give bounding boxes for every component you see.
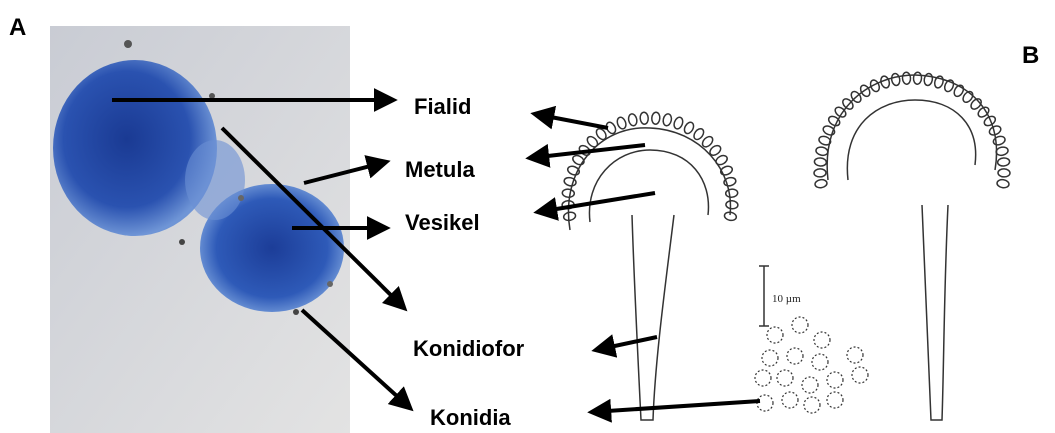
phialide-head [725, 189, 738, 198]
label-vesikel: Vesikel [405, 210, 480, 236]
label-fialid: Fialid [414, 94, 471, 120]
phialide-head [902, 72, 911, 84]
phialide-head [562, 189, 575, 198]
conidium [782, 392, 798, 408]
phialide-head [814, 179, 827, 189]
phialide-head [726, 200, 738, 209]
scale-bar: 10 µm [759, 266, 801, 326]
phialide-head [683, 121, 696, 135]
drawing-conidiophore-2 [814, 72, 1010, 420]
phialide-head [651, 112, 660, 125]
stained-conidial-head-1 [53, 60, 217, 236]
conidium [767, 327, 783, 343]
phialide-head [995, 146, 1008, 156]
label-konidia: Konidia [430, 405, 511, 431]
conidium [827, 392, 843, 408]
arrow-fialid-right [535, 114, 608, 128]
phialide-head [640, 112, 649, 125]
scale-bar-label: 10 µm [772, 293, 801, 305]
phialide-head [880, 75, 891, 89]
phialide-head [996, 179, 1009, 189]
conidium [827, 372, 843, 388]
phialide-head [628, 113, 638, 126]
phialide-head [814, 169, 826, 177]
phialide-head [563, 211, 576, 221]
phialide-head [616, 116, 628, 130]
conidium [802, 377, 818, 393]
conidia-cluster [755, 317, 868, 413]
conidium [762, 350, 778, 366]
phialide-head [998, 169, 1010, 177]
phialide-head [891, 73, 901, 86]
phialide-head [724, 211, 737, 221]
phialide-head [815, 146, 828, 156]
conidium [755, 370, 771, 386]
phialide-head [662, 113, 672, 126]
phialide-head [566, 165, 580, 177]
phialide-head [997, 157, 1010, 166]
phialide-head [943, 79, 955, 93]
phialide-head [913, 72, 922, 84]
phialide-head [714, 154, 728, 167]
conidium [852, 367, 868, 383]
conidium [812, 354, 828, 370]
conidium [804, 397, 820, 413]
arrow-konidia-right [592, 401, 760, 412]
conidium [814, 332, 830, 348]
arrow-vesikel-right [538, 193, 655, 212]
arrow-konidiofor-right [596, 337, 657, 350]
conidium [792, 317, 808, 333]
conidium [777, 370, 793, 386]
phialide-head [818, 135, 832, 146]
panel-label-b: B [1022, 42, 1039, 70]
phialide-head [992, 135, 1006, 146]
phialide-head [988, 124, 1002, 136]
phialide-head [814, 157, 827, 166]
panel-label-a: A [9, 14, 26, 42]
phialide-head [869, 79, 881, 93]
conidium [787, 348, 803, 364]
label-konidiofor: Konidiofor [413, 336, 524, 362]
label-metula: Metula [405, 157, 475, 183]
phialide-head [719, 165, 733, 177]
drawing-conidiophore-1 [562, 112, 738, 420]
phialide-head [673, 116, 685, 130]
conidium [847, 347, 863, 363]
phialide-head [571, 154, 585, 167]
